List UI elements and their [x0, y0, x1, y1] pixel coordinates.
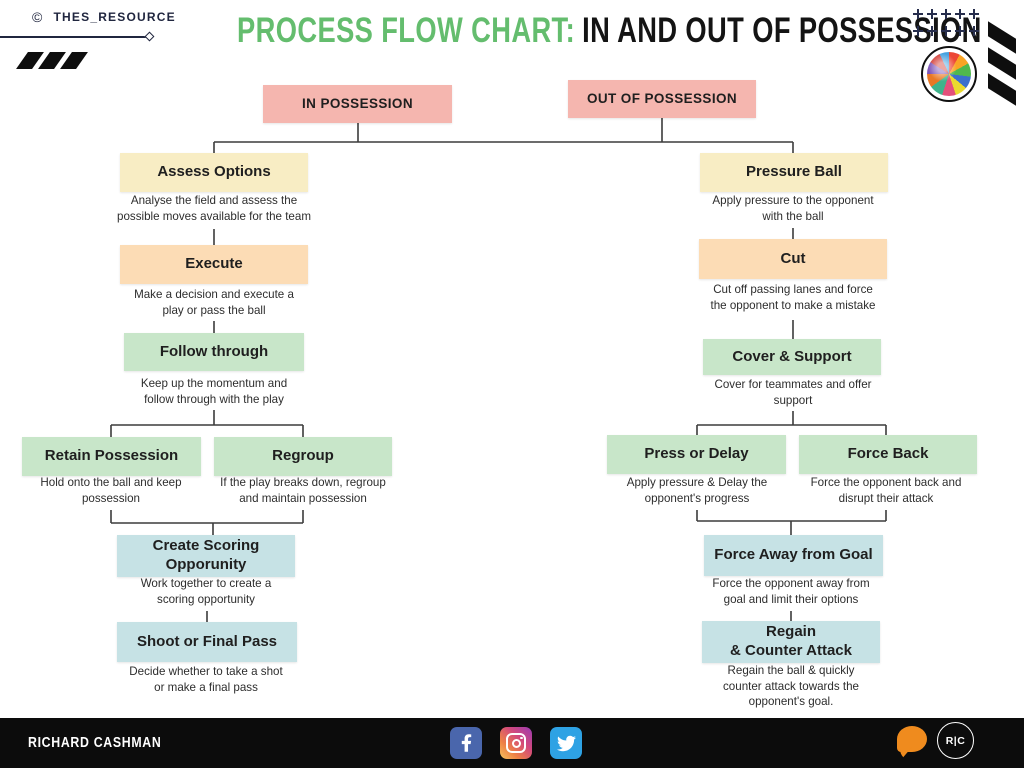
flow-desc-shoot-or-final-pass: Decide whether to take a shot or make a …: [129, 665, 283, 694]
arrow-line: [0, 36, 147, 38]
flow-desc-retain-possession: Hold onto the ball and keep possession: [40, 476, 182, 505]
flow-node-create-scoring-opportunity: Create Scoring Opporunity: [117, 535, 295, 577]
page-title: PROCESS FLOW CHART:IN AND OUT OF POSSESS…: [132, 11, 981, 51]
plus-pattern: [913, 9, 979, 36]
flow-desc-assess-options: Analyse the field and assess the possibl…: [117, 194, 311, 223]
flow-header-in-possession: IN POSSESSION: [263, 85, 452, 123]
social-icons: [450, 727, 582, 759]
twitter-icon[interactable]: [550, 727, 582, 759]
flow-desc-force-away-from-goal: Force the opponent away from goal and li…: [712, 577, 870, 606]
flow-desc-create-scoring-opportunity: Work together to create a scoring opport…: [140, 577, 272, 606]
instagram-icon[interactable]: [500, 727, 532, 759]
flow-node-press-or-delay: Press or Delay: [607, 435, 786, 474]
facebook-icon[interactable]: [450, 727, 482, 759]
flow-node-force-away-from-goal: Force Away from Goal: [704, 535, 883, 576]
flow-desc-regroup: If the play breaks down, regroup and mai…: [220, 476, 386, 505]
flow-desc-regain-counter-attack: Regain the ball & quickly counter attack…: [723, 664, 859, 709]
flow-node-shoot-or-final-pass: Shoot or Final Pass: [117, 622, 297, 662]
flow-desc-cut: Cut off passing lanes and force the oppo…: [710, 283, 876, 312]
flow-desc-execute: Make a decision and execute a play or pa…: [134, 288, 294, 317]
flow-header-out-of-possession: OUT OF POSSESSION: [568, 80, 756, 118]
comma-logo-icon: [897, 726, 927, 752]
watermark: © THES_RESOURCE: [32, 9, 176, 25]
flow-node-force-back: Force Back: [799, 435, 977, 474]
flow-node-retain-possession: Retain Possession: [22, 437, 201, 476]
flow-node-regroup: Regroup: [214, 437, 392, 476]
footer-bar: RICHARD CASHMAN: [0, 718, 1024, 768]
rubber-band-ball-photo: [921, 46, 977, 102]
flow-desc-cover-support: Cover for teammates and offer support: [714, 378, 872, 407]
flow-node-regain-counter-attack: Regain & Counter Attack: [702, 621, 880, 663]
flow-node-pressure-ball: Pressure Ball: [700, 153, 888, 192]
flow-node-assess-options: Assess Options: [120, 153, 308, 192]
page-title-highlight: PROCESS FLOW CHART:: [237, 11, 576, 50]
watermark-label: THES_RESOURCE: [53, 10, 176, 24]
author-name: RICHARD CASHMAN: [28, 735, 162, 751]
ric-monogram-badge: R|C: [937, 722, 974, 759]
flow-desc-pressure-ball: Apply pressure to the opponent with the …: [712, 194, 874, 223]
flow-node-follow-through: Follow through: [124, 333, 304, 371]
flow-node-cut: Cut: [699, 239, 887, 279]
flow-desc-press-or-delay: Apply pressure & Delay the opponent's pr…: [626, 476, 768, 505]
flow-node-execute: Execute: [120, 245, 308, 284]
flow-node-cover-support: Cover & Support: [703, 339, 881, 375]
flow-desc-force-back: Force the opponent back and disrupt thei…: [810, 476, 962, 505]
flow-desc-follow-through: Keep up the momentum and follow through …: [140, 377, 288, 406]
copyright-icon: ©: [32, 9, 44, 25]
